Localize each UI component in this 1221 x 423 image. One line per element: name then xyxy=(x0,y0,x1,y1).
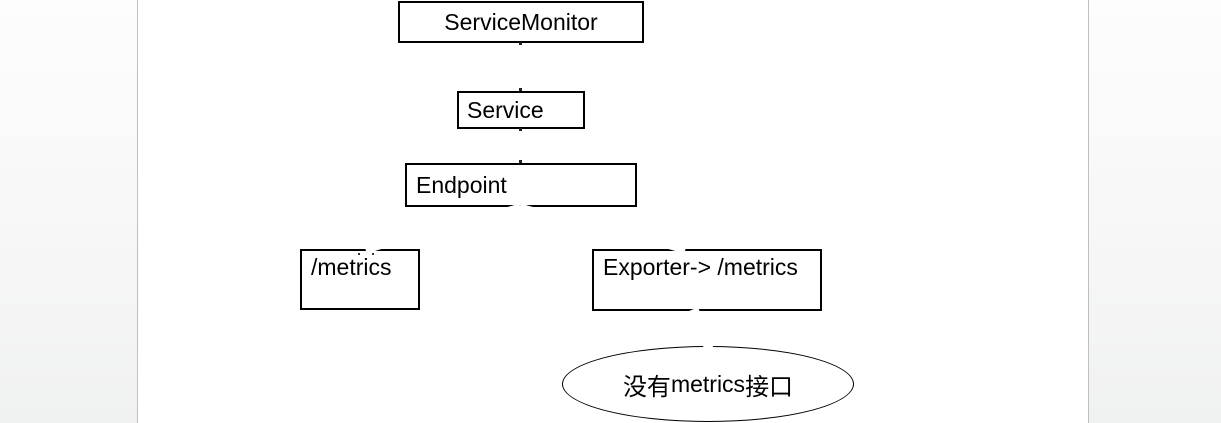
connector-stub xyxy=(519,160,522,163)
connector-stub xyxy=(372,253,374,255)
connector-stub xyxy=(358,253,360,255)
node-exporter[interactable]: Exporter-> /metrics xyxy=(592,249,822,311)
node-endpoint-label: Endpoint xyxy=(416,171,507,198)
edge-endpoint-exporter xyxy=(519,203,686,254)
edge-exporter-nometrics xyxy=(689,307,714,351)
right-page-margin xyxy=(1088,0,1221,423)
node-service-label: Service xyxy=(467,96,544,123)
node-servicemonitor[interactable]: ServiceMonitor xyxy=(398,1,644,43)
node-no-metrics-label-prefix: 没有 xyxy=(622,372,671,401)
edge-endpoint-metrics xyxy=(365,203,521,254)
node-endpoint[interactable]: Endpoint xyxy=(405,163,637,207)
node-service[interactable]: Service xyxy=(457,91,585,129)
node-metrics-path-label: /metrics xyxy=(311,254,392,280)
node-no-metrics-label-latin: metrics xyxy=(670,370,746,397)
connector-stub xyxy=(519,128,522,131)
node-exporter-label: Exporter-> /metrics xyxy=(603,254,798,280)
node-no-metrics-label-suffix: 接口 xyxy=(745,372,794,401)
connector-stub xyxy=(519,88,522,91)
connector-stub xyxy=(519,42,522,45)
node-servicemonitor-label: ServiceMonitor xyxy=(444,8,598,35)
left-page-margin xyxy=(0,0,138,423)
node-metrics-path[interactable]: /metrics xyxy=(300,249,420,310)
